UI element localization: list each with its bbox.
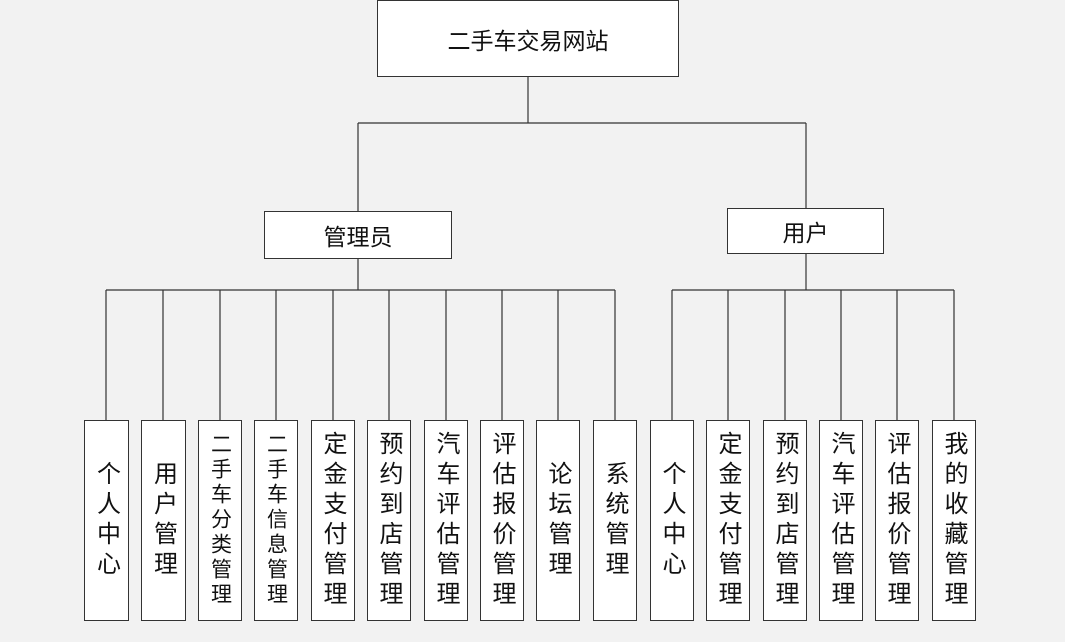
admin-leaf-node: 系统管理 [593, 420, 637, 621]
admin-leaf-label: 个人中心 [92, 460, 121, 581]
user-leaf-node: 评估报价管理 [875, 420, 919, 621]
admin-leaf-node: 汽车评估管理 [424, 420, 468, 621]
user-leaf-node: 定金支付管理 [706, 420, 750, 621]
user-leaf-label: 评估报价管理 [883, 430, 911, 611]
user-leaf-node: 我的收藏管理 [932, 420, 976, 621]
admin-leaf-node: 评估报价管理 [480, 420, 524, 621]
user-leaf-node: 个人中心 [650, 420, 694, 621]
user-leaf-node: 汽车评估管理 [819, 420, 863, 621]
admin-leaf-label: 二手车分类管理 [208, 433, 233, 608]
admin-leaf-label: 系统管理 [601, 460, 629, 581]
admin-leaf-label: 用户管理 [149, 460, 178, 581]
admin-leaf-label: 汽车评估管理 [432, 430, 460, 611]
admin-leaf-node: 二手车信息管理 [254, 420, 298, 621]
admin-leaf-label: 二手车信息管理 [264, 433, 289, 608]
group-node-user: 用户 [727, 208, 884, 254]
admin-leaf-node: 用户管理 [141, 420, 186, 621]
user-leaf-node: 预约到店管理 [763, 420, 807, 621]
admin-leaf-node: 论坛管理 [536, 420, 580, 621]
admin-leaf-node: 个人中心 [84, 420, 129, 621]
root-node: 二手车交易网站 [377, 0, 679, 77]
admin-leaf-label: 预约到店管理 [375, 430, 403, 611]
admin-leaf-node: 预约到店管理 [367, 420, 411, 621]
admin-leaf-node: 二手车分类管理 [198, 420, 242, 621]
user-leaf-label: 预约到店管理 [771, 430, 799, 611]
group-node-admin-label: 管理员 [323, 225, 393, 251]
user-leaf-label: 个人中心 [658, 460, 686, 581]
user-leaf-label: 定金支付管理 [714, 430, 742, 611]
admin-leaf-label: 定金支付管理 [319, 430, 347, 611]
admin-leaf-label: 论坛管理 [544, 460, 572, 581]
root-node-label: 二手车交易网站 [447, 28, 609, 55]
user-leaf-label: 我的收藏管理 [940, 430, 968, 611]
user-leaf-label: 汽车评估管理 [827, 430, 855, 611]
group-node-user-label: 用户 [782, 221, 829, 247]
admin-leaf-label: 评估报价管理 [488, 430, 516, 611]
group-node-admin: 管理员 [264, 211, 452, 259]
admin-leaf-node: 定金支付管理 [311, 420, 355, 621]
